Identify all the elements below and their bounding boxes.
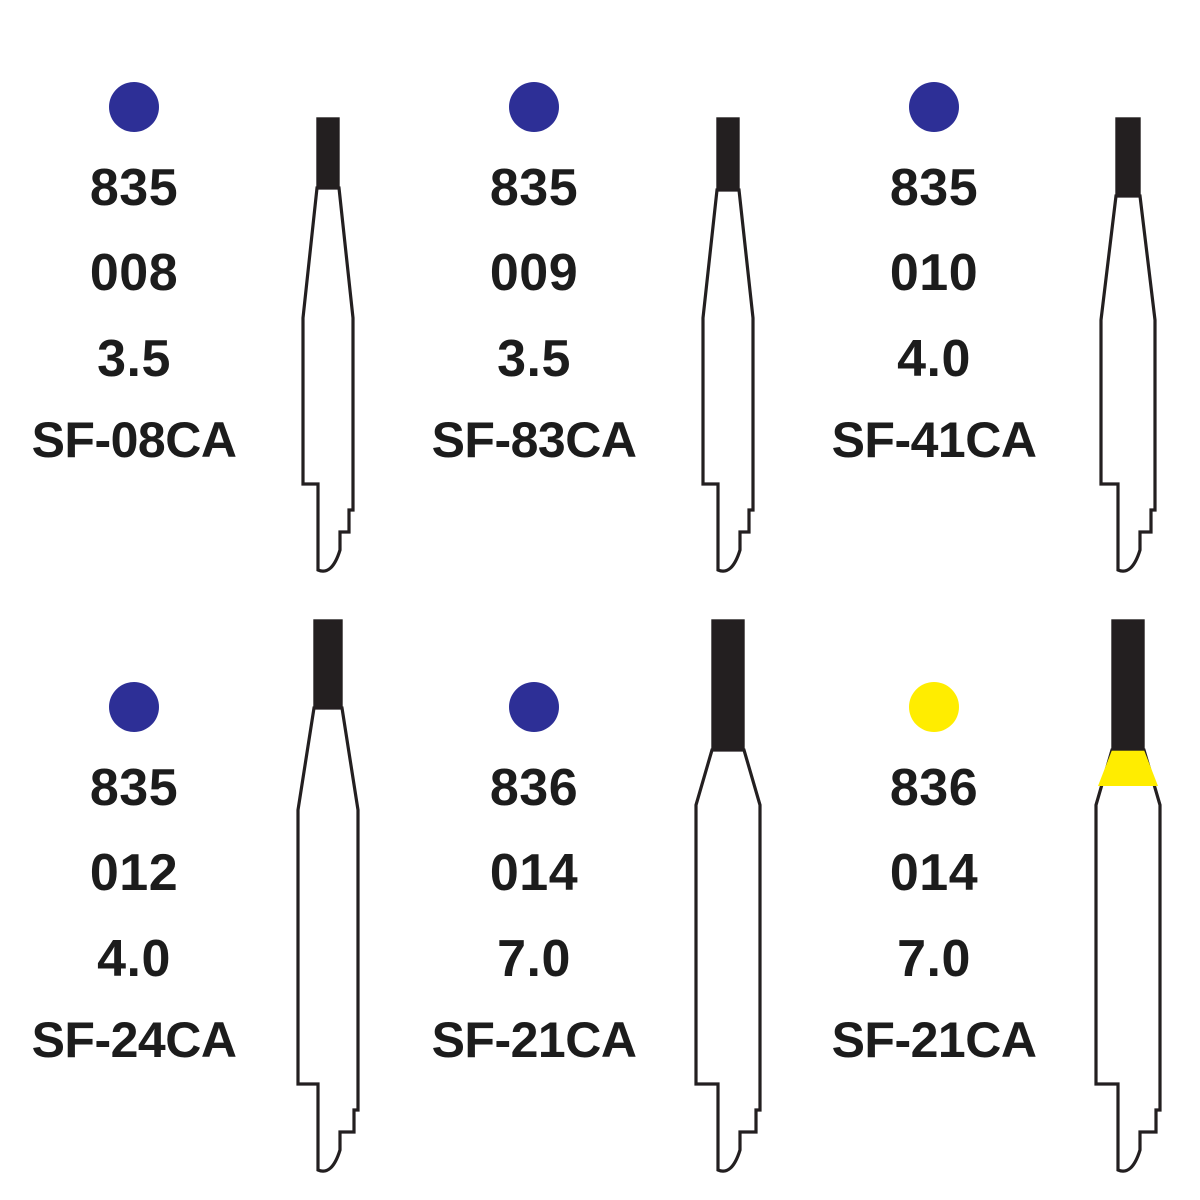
bur-working-tip	[1115, 117, 1141, 197]
product-code: SF-21CA	[831, 1012, 1037, 1068]
bur-working-tip	[716, 117, 740, 191]
working-length: 7.0	[897, 930, 971, 988]
bur-info-0: 835 008 3.5 SF-08CA	[0, 0, 268, 600]
bur-card[interactable]: 835 008 3.5 SF-08CA	[0, 0, 400, 600]
bur-working-tip	[316, 117, 340, 189]
bur-illustration	[658, 0, 798, 600]
bur-info-2: 835 010 4.0 SF-41CA	[800, 0, 1068, 600]
iso-number: 835	[489, 159, 579, 217]
bur-info-1: 835 009 3.5 SF-83CA	[400, 0, 668, 600]
bur-card[interactable]: 835 009 3.5 SF-83CA	[400, 0, 800, 600]
bur-illustration	[658, 600, 798, 1200]
size-code: 010	[889, 244, 979, 302]
size-code: 012	[89, 844, 179, 902]
bur-info-5: 836 014 7.0 SF-21CA	[800, 600, 1068, 1200]
bur-info-4: 836 014 7.0 SF-21CA	[400, 600, 668, 1200]
product-code: SF-08CA	[31, 412, 237, 468]
iso-number: 835	[889, 159, 979, 217]
grit-band	[1098, 750, 1158, 786]
working-length: 7.0	[497, 930, 571, 988]
iso-number: 835	[89, 759, 179, 817]
bur-working-tip	[313, 619, 343, 709]
product-code: SF-83CA	[431, 412, 637, 468]
bur-illustration	[258, 0, 398, 600]
grit-dot-blue-icon	[509, 82, 559, 132]
bur-illustration	[1058, 600, 1198, 1200]
iso-number: 836	[889, 759, 979, 817]
grit-dot-blue-icon	[509, 682, 559, 732]
working-length: 3.5	[497, 330, 571, 388]
size-code: 014	[889, 844, 979, 902]
bur-working-tip	[711, 619, 745, 751]
working-length: 4.0	[97, 930, 171, 988]
product-code: SF-24CA	[31, 1012, 237, 1068]
product-code: SF-21CA	[431, 1012, 637, 1068]
grit-dot-blue-icon	[109, 682, 159, 732]
size-code: 014	[489, 844, 579, 902]
bur-card[interactable]: 835 010 4.0 SF-41CA	[800, 0, 1200, 600]
iso-number: 836	[489, 759, 579, 817]
grit-dot-blue-icon	[909, 82, 959, 132]
bur-working-tip	[1111, 619, 1145, 751]
bur-card[interactable]: 836 014 7.0 SF-21CA	[400, 600, 800, 1200]
bur-card[interactable]: 835 012 4.0 SF-24CA	[0, 600, 400, 1200]
working-length: 3.5	[97, 330, 171, 388]
working-length: 4.0	[897, 330, 971, 388]
bur-illustration	[258, 600, 398, 1200]
grit-dot-blue-icon	[109, 82, 159, 132]
product-code: SF-41CA	[831, 412, 1037, 468]
bur-illustration	[1058, 0, 1198, 600]
size-code: 008	[89, 244, 179, 302]
iso-number: 835	[89, 159, 179, 217]
bur-info-3: 835 012 4.0 SF-24CA	[0, 600, 268, 1200]
size-code: 009	[489, 244, 579, 302]
bur-card[interactable]: 836 014 7.0 SF-21CA	[800, 600, 1200, 1200]
grit-dot-yellow-icon	[909, 682, 959, 732]
